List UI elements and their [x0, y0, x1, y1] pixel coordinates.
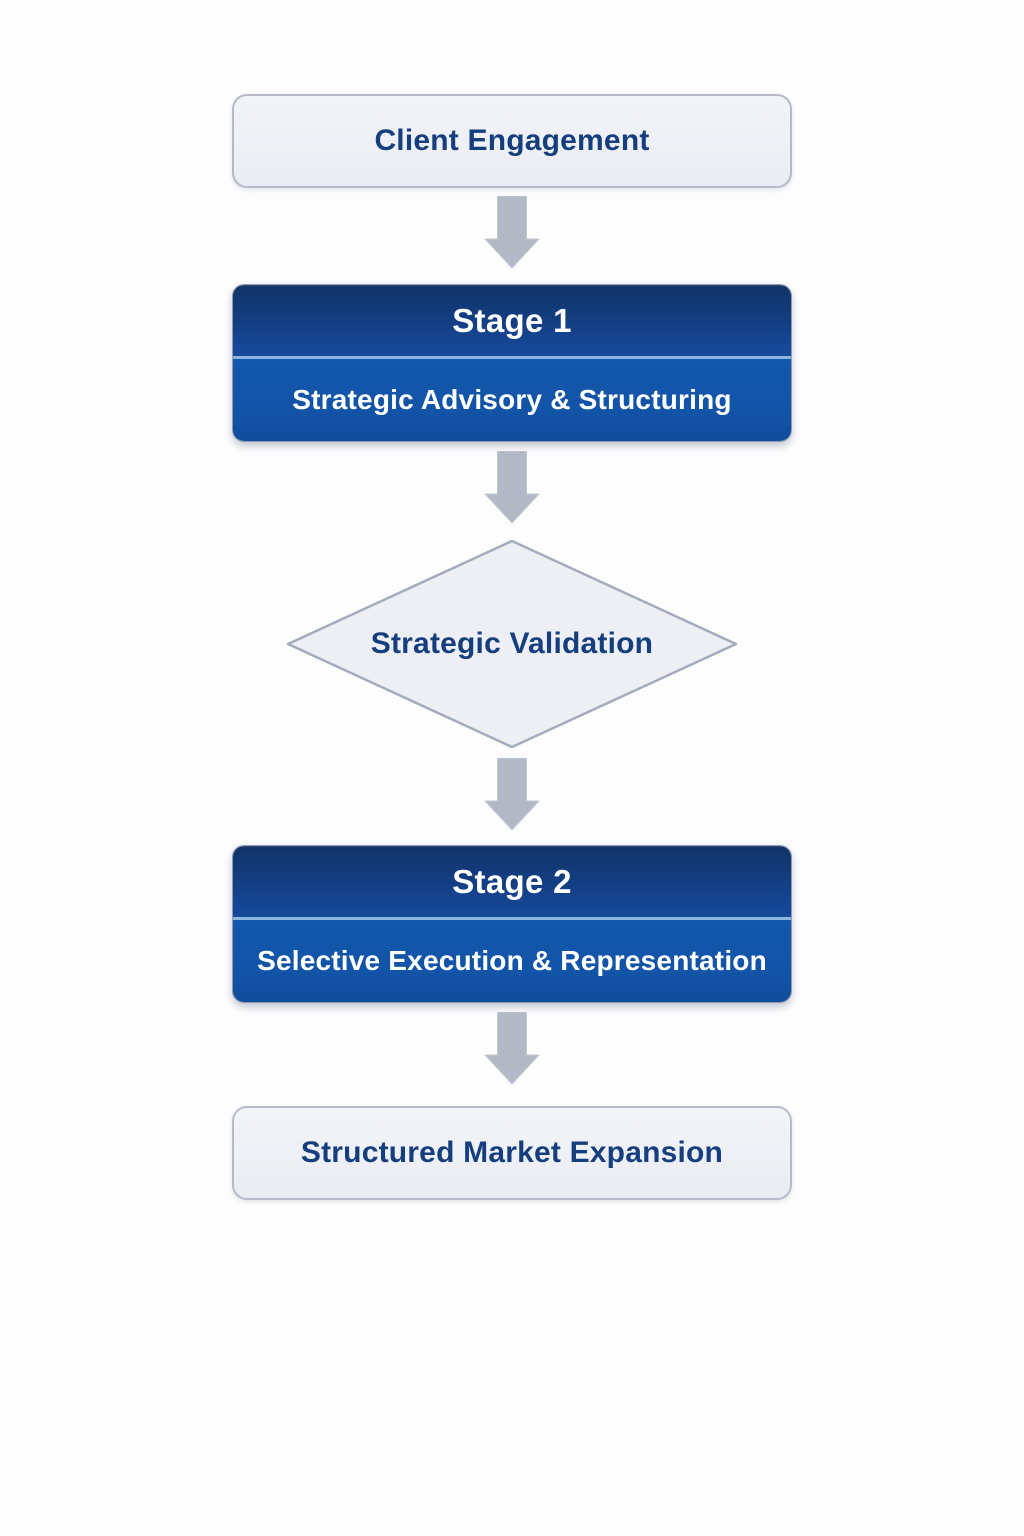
node-client-engagement: Client Engagement	[232, 94, 792, 188]
stage-1-subtitle: Strategic Advisory & Structuring	[233, 359, 791, 441]
stage-divider	[233, 356, 791, 359]
node-strategic-validation: Strategic Validation	[282, 538, 742, 750]
stage-2-title: Stage 2	[233, 846, 791, 917]
down-arrow-icon	[484, 451, 540, 524]
flowchart: Client Engagement Stage 1 Strategic Advi…	[232, 94, 792, 1200]
node-structured-market-expansion: Structured Market Expansion	[232, 1106, 792, 1200]
decision-label: Strategic Validation	[370, 627, 654, 660]
down-arrow-icon	[484, 758, 540, 831]
node-label: Client Engagement	[374, 124, 650, 157]
stage-1-title: Stage 1	[233, 285, 791, 356]
stage-2-subtitle: Selective Execution & Representation	[233, 920, 791, 1002]
down-arrow-icon	[484, 1012, 540, 1085]
node-label: Structured Market Expansion	[300, 1136, 724, 1169]
node-stage-1: Stage 1 Strategic Advisory & Structuring	[232, 284, 792, 442]
down-arrow-icon	[484, 196, 540, 269]
stage-divider	[233, 917, 791, 920]
node-stage-2: Stage 2 Selective Execution & Representa…	[232, 845, 792, 1003]
decision-diamond-shape	[286, 539, 738, 749]
